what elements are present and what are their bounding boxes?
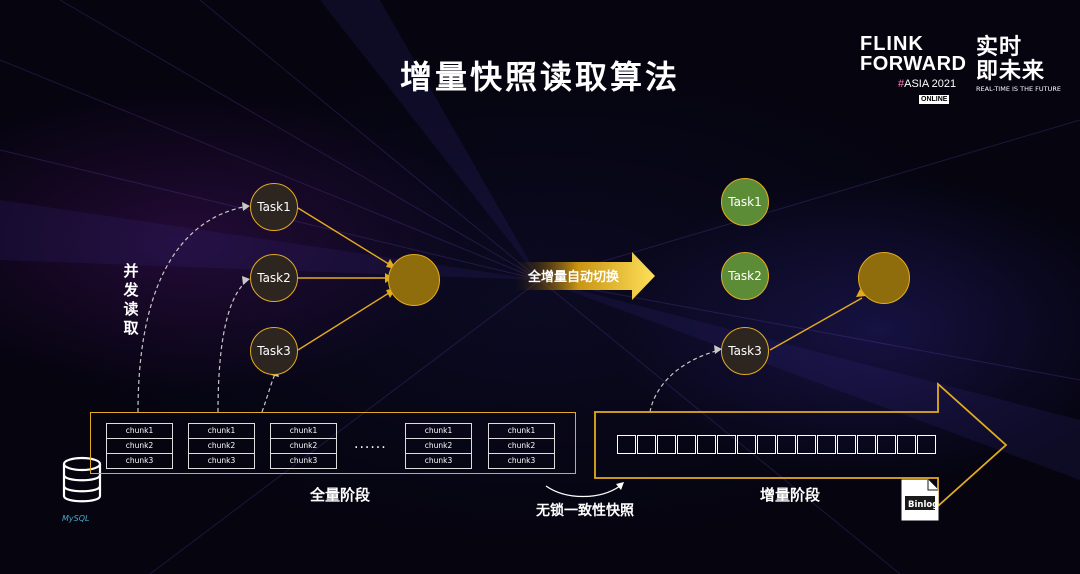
- binlog-file-icon: [901, 479, 939, 521]
- left-task3-node: Task3: [250, 327, 298, 375]
- binlog-slot: [677, 435, 696, 454]
- right-task2-node: Task2: [721, 252, 769, 300]
- left-sink-node: [388, 254, 440, 306]
- binlog-slot: [817, 435, 836, 454]
- lockless-curve: [649, 349, 721, 413]
- read-curve-3: [261, 371, 277, 413]
- concurrent-read-label: 并 发 读 取: [123, 262, 139, 337]
- right-sink-node: [858, 252, 910, 304]
- binlog-slot: [897, 435, 916, 454]
- snapshot-stage-label: 全量阶段: [309, 486, 370, 504]
- realtime-logo: 实时 即未来 REAL-TIME IS THE FUTURE: [976, 35, 1061, 94]
- switch-arrow: [515, 252, 655, 300]
- lockless-arc: [545, 485, 621, 498]
- flink-forward-logo: FLINK FORWARD #ASIA 2021 ONLINE: [860, 33, 967, 104]
- incremental-stage-arrow: [594, 381, 1008, 509]
- binlog-slot: [717, 435, 736, 454]
- binlog-slot: [737, 435, 756, 454]
- switch-label: 全增量自动切换: [528, 270, 620, 285]
- binlog-slot: [777, 435, 796, 454]
- binlog-slot: [857, 435, 876, 454]
- page-title: 增量快照读取算法: [399, 58, 680, 96]
- incremental-stage-label: 增量阶段: [759, 486, 820, 504]
- binlog-slot: [637, 435, 656, 454]
- read-curve-2: [217, 279, 249, 413]
- right-task1-node: Task1: [721, 178, 769, 226]
- right-task3-node: Task3: [721, 327, 769, 375]
- ellipsis: ......: [354, 436, 387, 452]
- left-task1-node: Task1: [250, 183, 298, 231]
- binlog-slot: [617, 435, 636, 454]
- lockless-snapshot-label: 无锁一致性快照: [536, 503, 634, 519]
- snapshot-stage-panel: [90, 412, 576, 474]
- binlog-slot: [697, 435, 716, 454]
- binlog-slot: [837, 435, 856, 454]
- read-curve-1: [137, 205, 249, 413]
- mysql-label: MySQL: [62, 514, 90, 523]
- binlog-slot: [877, 435, 896, 454]
- binlog-slot: [797, 435, 816, 454]
- binlog-slot: [657, 435, 676, 454]
- binlog-label: Binlog: [908, 500, 939, 510]
- left-task2-node: Task2: [250, 254, 298, 302]
- binlog-slot: [757, 435, 776, 454]
- binlog-slot: [917, 435, 936, 454]
- database-icon: [62, 456, 102, 503]
